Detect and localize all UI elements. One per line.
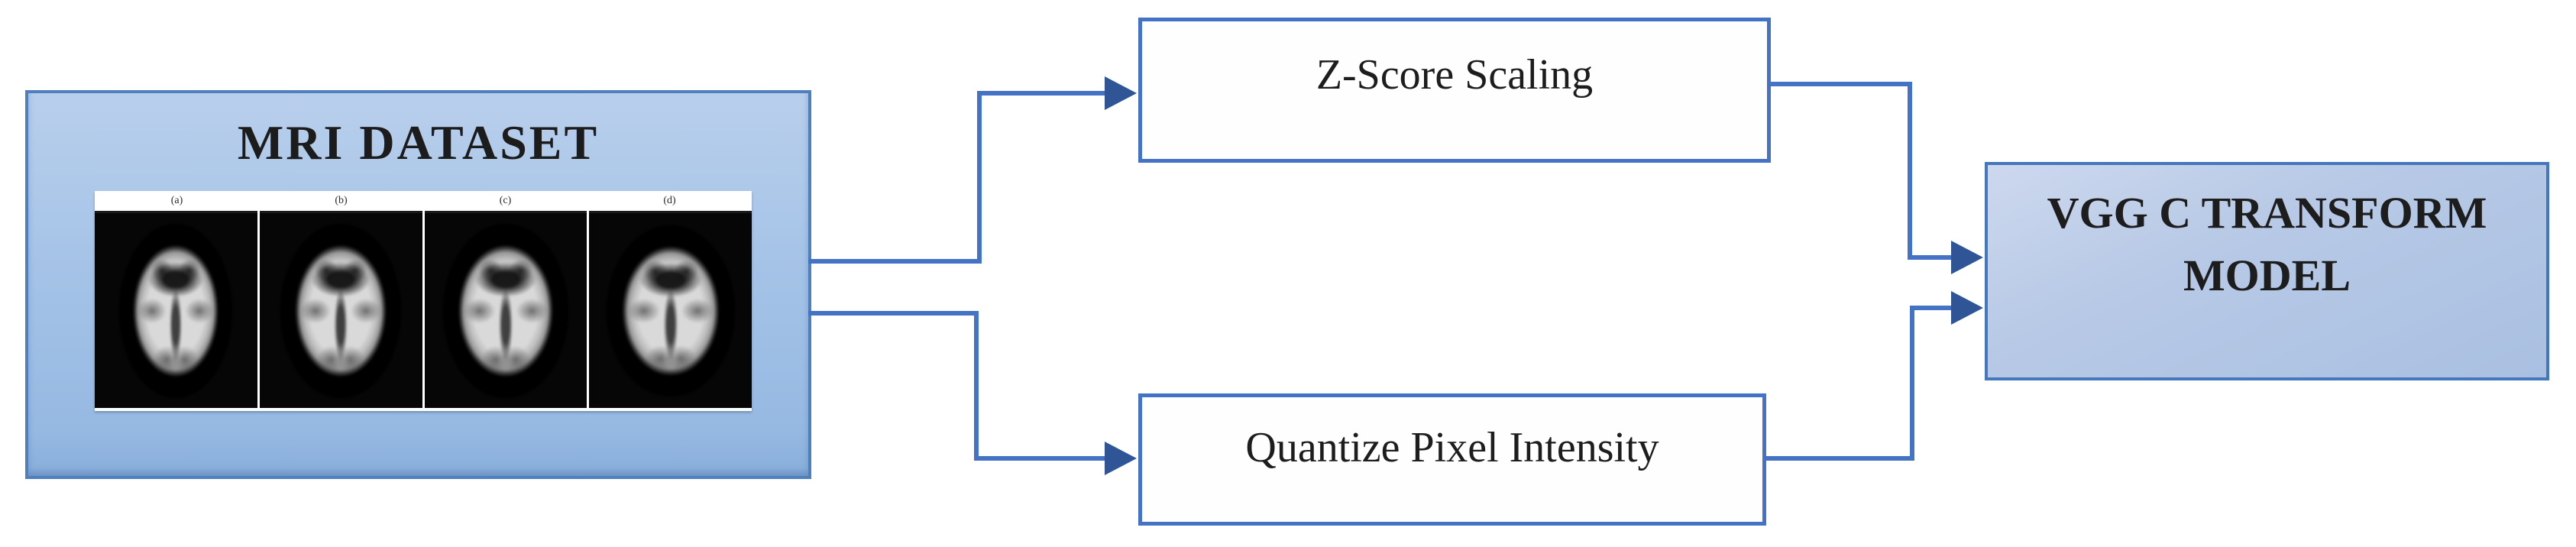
connector-mri-to-quantize (808, 311, 1109, 461)
brain-slice-image (606, 225, 735, 396)
brain-slice-image (280, 223, 402, 398)
brain-slice-image (442, 223, 568, 398)
mri-slice-panel (589, 211, 752, 408)
slice-label-d: (d) (663, 195, 676, 206)
slice-label-c: (c) (499, 195, 512, 206)
connector-zscore-to-vgg (1771, 82, 1956, 260)
mri-dataset-title: MRI DATASET (237, 115, 600, 170)
slice-panel-row (95, 211, 752, 408)
slice-label-b: (b) (335, 195, 348, 206)
arrowhead-icon (1105, 442, 1137, 475)
mri-slice-panel (95, 211, 257, 408)
connector-quantize-to-vgg (1766, 306, 1956, 461)
quantize-pixel-intensity-label: Quantize Pixel Intensity (1245, 424, 1659, 471)
arrowhead-icon (1105, 76, 1137, 110)
vgg-transform-model-node: VGG C TRANSFORM MODEL (1985, 162, 2549, 380)
quantize-pixel-intensity-node: Quantize Pixel Intensity (1138, 393, 1766, 526)
zscore-scaling-label: Z-Score Scaling (1316, 51, 1594, 99)
zscore-scaling-node: Z-Score Scaling (1138, 18, 1771, 163)
slice-label-row: (a) (b) (c) (d) (95, 191, 752, 211)
mri-brain-slices-figure: (a) (b) (c) (d) (95, 191, 752, 411)
mri-slice-panel (424, 211, 587, 408)
vgg-transform-model-label: VGG C TRANSFORM MODEL (2047, 188, 2487, 300)
mri-dataset-node: MRI DATASET (a) (b) (c) (d) (25, 90, 811, 479)
brain-slice-image (119, 223, 233, 398)
connector-mri-to-zscore (808, 91, 1109, 264)
arrowhead-icon (1951, 291, 1983, 325)
mri-slice-panel (259, 211, 422, 408)
slice-label-a: (a) (170, 195, 183, 206)
arrowhead-icon (1951, 241, 1983, 274)
